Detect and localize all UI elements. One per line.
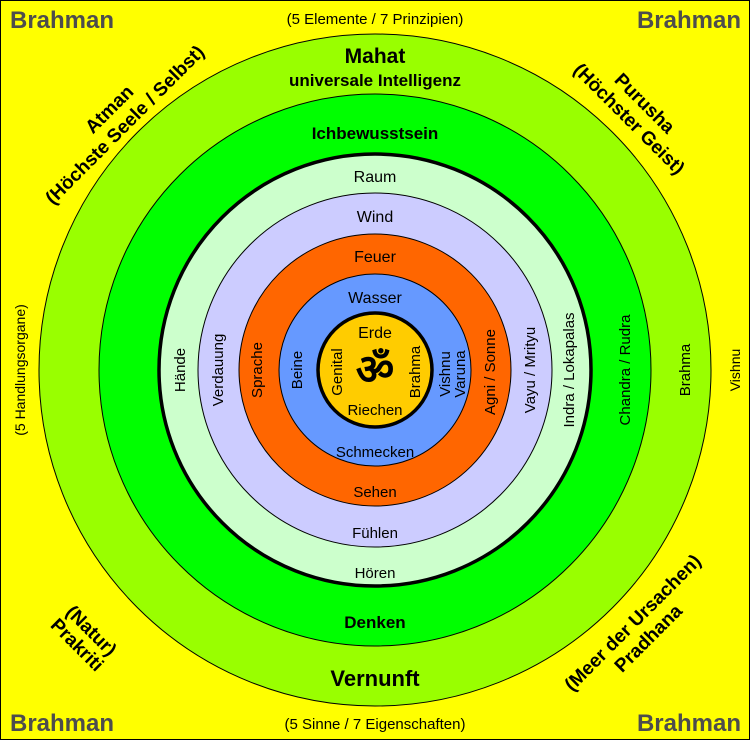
- corner-brahman-top-right: Brahman: [637, 7, 741, 34]
- label-verdauung: Verdauung: [210, 334, 227, 407]
- label-sprache: Sprache: [249, 342, 266, 398]
- label-chandra-rudra: Chandra / Rudra: [617, 314, 634, 426]
- label-vayu-mrityu: Vayu / Mrityu: [522, 327, 539, 413]
- mahat-subtitle: universale Intelligenz: [289, 71, 461, 90]
- label-feuer: Feuer: [354, 249, 396, 266]
- label-brahma-erde: Brahma: [407, 345, 424, 398]
- label-haende: Hände: [172, 348, 189, 392]
- label-indra-lokapalas: Indra / Lokapalas: [561, 312, 578, 427]
- label-raum: Raum: [354, 169, 397, 186]
- label-wasser: Wasser: [348, 290, 402, 307]
- label-varuna: Varuna: [452, 350, 469, 398]
- om-icon: ॐ: [356, 345, 394, 394]
- label-hoeren: Hören: [355, 565, 396, 582]
- label-brahma-mahat: Brahma: [677, 343, 694, 396]
- core-erde: [316, 311, 434, 429]
- label-ichbewusstsein: Ichbewusstsein: [312, 124, 439, 143]
- label-genital: Genital: [329, 348, 346, 396]
- label-schmecken: Schmecken: [336, 444, 414, 461]
- label-wind: Wind: [357, 209, 393, 226]
- label-riechen: Riechen: [347, 402, 402, 419]
- label-denken: Denken: [344, 613, 405, 632]
- caption-5-handlungsorgane: (5 Handlungsorgane): [12, 304, 28, 436]
- caption-5-elemente: (5 Elemente / 7 Prinzipien): [287, 11, 464, 28]
- label-vishnu-outer: Vishnu: [727, 349, 743, 392]
- label-erde: Erde: [358, 325, 392, 342]
- label-vernunft: Vernunft: [330, 666, 420, 691]
- corner-brahman-bottom-right: Brahman: [637, 710, 741, 737]
- mahat-title: Mahat: [345, 45, 406, 68]
- label-fuehlen: Fühlen: [352, 525, 398, 542]
- label-beine: Beine: [289, 351, 306, 389]
- corner-brahman-bottom-left: Brahman: [10, 710, 114, 737]
- corner-brahman-top-left: Brahman: [10, 7, 114, 34]
- label-agni-sonne: Agni / Sonne: [482, 329, 499, 415]
- caption-5-sinne: (5 Sinne / 7 Eigenschaften): [285, 716, 466, 733]
- label-vishnu-wasser: Vishnu: [437, 351, 454, 397]
- label-sehen: Sehen: [353, 484, 396, 501]
